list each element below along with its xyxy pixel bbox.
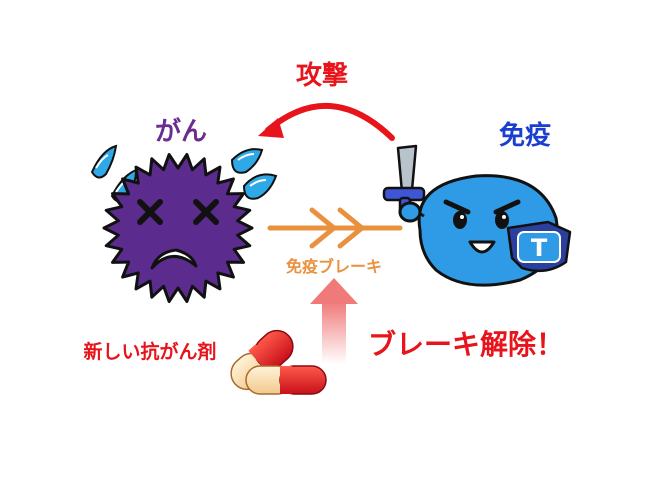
release-label: ブレーキ解除！ [368,328,564,361]
release-up-arrow [310,278,358,364]
attack-label: 攻撃 [296,61,348,91]
cancer-label: がん [155,116,207,147]
brake-label: 免疫ブレーキ [286,257,382,276]
frown-mouth-icon [150,248,198,270]
cancer-cell-icon [102,153,254,303]
brake-arrow [267,207,403,249]
t-cell-badge-icon: T [506,220,572,273]
sweat-drop-icon [242,173,278,200]
sweat-drop-icon [230,148,264,174]
sweat-drop-icon [90,144,118,179]
immune-label: 免疫 [499,120,551,151]
attack-arrow [258,102,395,141]
pill-capsule-icon [245,365,327,395]
x-eyes-icon [137,199,219,225]
t-badge-label: T [531,234,548,262]
drug-label: 新しい抗がん剤 [83,340,216,363]
